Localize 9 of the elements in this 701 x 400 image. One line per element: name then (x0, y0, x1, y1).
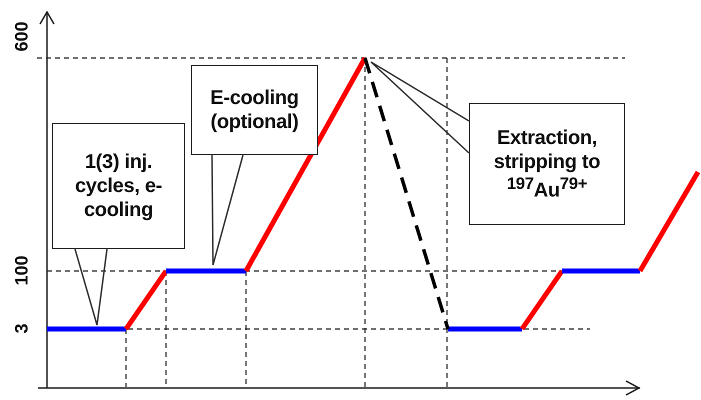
callout-text: Extraction, stripping to $^{197}$Au$^{79+}$ (492, 126, 602, 202)
callout-box (469, 103, 625, 225)
axis-tick-label: 600 (12, 20, 33, 52)
callout-box (52, 123, 185, 249)
callout-text: 1(3) inj. cycles, e-cooling (74, 150, 164, 222)
axis-tick-label: 3 (12, 323, 32, 333)
axis-tick-label: 100 (12, 254, 33, 286)
callout-text: E-cooling (optional) (209, 86, 300, 134)
callout-box (191, 65, 318, 155)
